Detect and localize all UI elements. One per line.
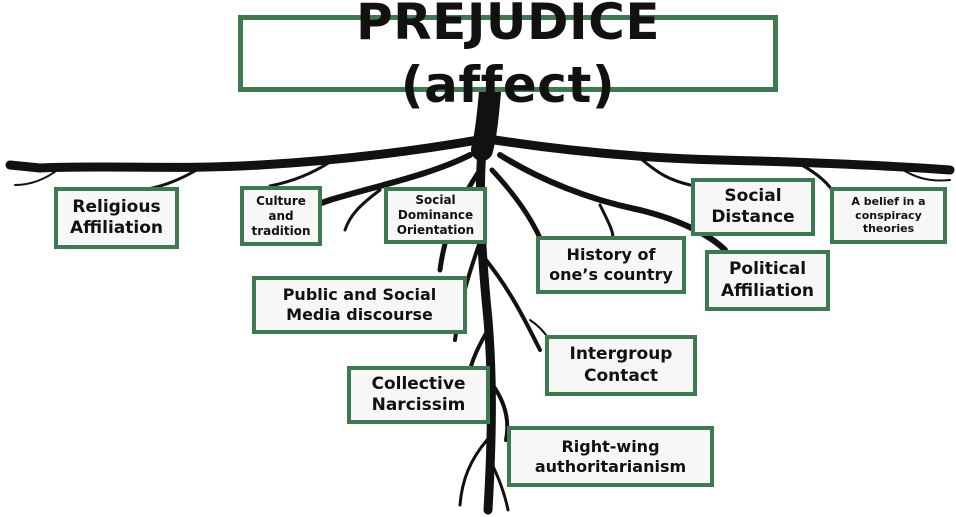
factor-religious-affiliation: Religious Affiliation <box>54 187 179 249</box>
factor-conspiracy-theories: A belief in a conspiracy theories <box>830 187 947 244</box>
factor-political-affiliation: Political Affiliation <box>705 250 830 311</box>
root-left-major <box>10 140 478 168</box>
factor-history-of-country: History of one’s country <box>536 236 686 294</box>
factor-culture-and-tradition: Culture and tradition <box>240 186 322 246</box>
root-tendril <box>600 205 613 240</box>
factor-media-discourse: Public and Social Media discourse <box>252 276 467 334</box>
root-secondary <box>486 260 540 350</box>
factor-social-distance: Social Distance <box>691 178 815 236</box>
factor-social-dominance-orientation: Social Dominance Orientation <box>384 187 487 244</box>
factor-collective-narcissism: Collective Narcissim <box>347 366 490 424</box>
root-secondary <box>460 440 487 505</box>
factor-intergroup-contact: Intergroup Contact <box>545 335 697 396</box>
root-right-major <box>495 140 950 170</box>
page-title: PREJUDICE (affect) <box>238 15 778 92</box>
factor-right-wing-authoritarianism: Right-wing authoritarianism <box>507 426 714 487</box>
